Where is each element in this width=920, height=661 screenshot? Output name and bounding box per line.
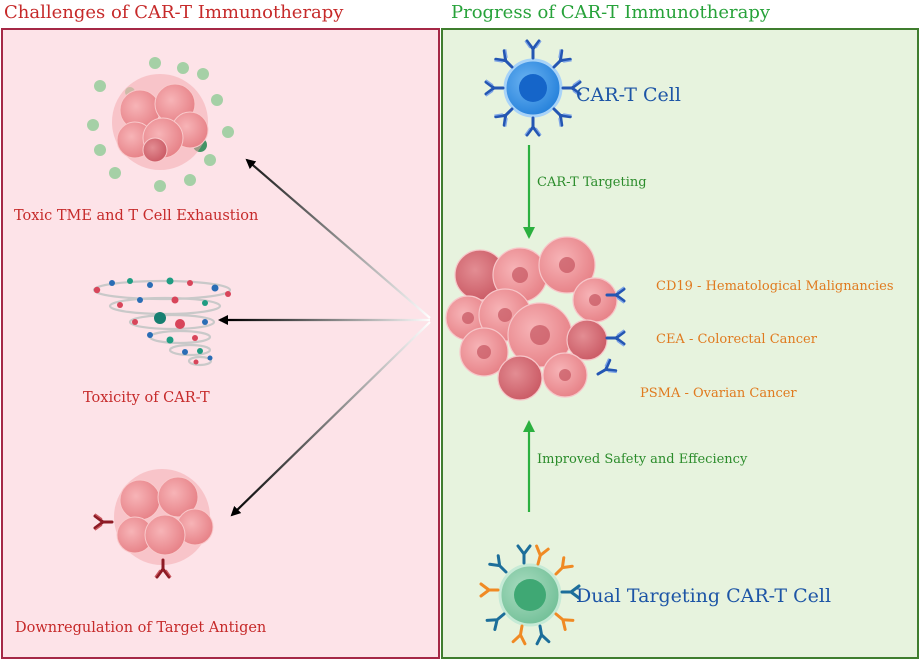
toxicity-storm-icon: [92, 277, 232, 367]
target-cea-label: CEA - Colorectal Cancer: [656, 332, 817, 347]
tumor-cluster-icon: [445, 236, 626, 401]
challenge-arrows: [218, 158, 431, 517]
targeting-label: CAR-T Targeting: [537, 175, 647, 190]
improvement-label: Improved Safety and Effeciency: [537, 452, 748, 467]
dual-cart-cell-icon: [479, 544, 581, 646]
cart-cell-label: CAR-T Cell: [576, 84, 681, 106]
challenge-label-antigen: Downregulation of Target Antigen: [15, 620, 267, 636]
target-psma-label: PSMA - Ovarian Cancer: [640, 386, 797, 401]
challenges-header: Challenges of CAR-T Immunotherapy: [4, 2, 344, 23]
dual-cell-label: Dual Targeting CAR-T Cell: [576, 585, 832, 607]
challenges-panel: [1, 28, 440, 659]
tme-tumor-icon: [87, 57, 234, 192]
challenge-label-toxicity: Toxicity of CAR-T: [83, 390, 210, 406]
arrow-to-tme: [245, 158, 431, 319]
progress-header: Progress of CAR-T Immunotherapy: [451, 2, 771, 23]
arrow-to-antigen: [230, 321, 431, 517]
challenge-label-tme: Toxic TME and T Cell Exhaustion: [14, 208, 259, 224]
target-cd19-label: CD19 - Hematological Malignancies: [656, 279, 894, 294]
antigen-loss-tumor-icon: [93, 469, 214, 579]
cart-cell-icon: [484, 39, 582, 137]
progress-panel: [441, 28, 919, 659]
